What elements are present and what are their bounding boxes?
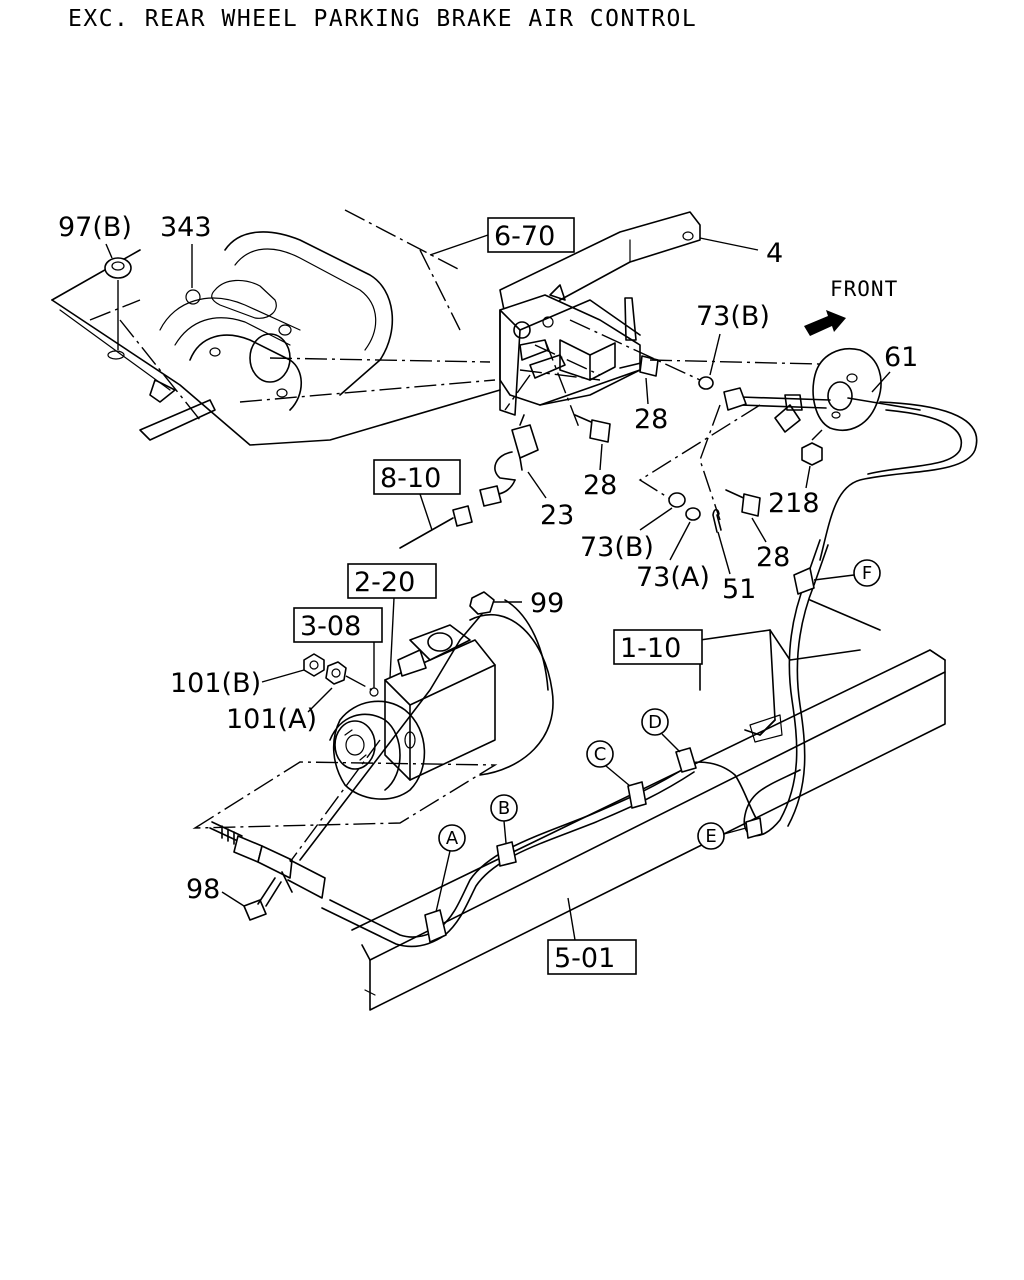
cable-end-fitting [209, 821, 326, 899]
clip-c-letter: C [594, 744, 607, 765]
washer-73b-lower [668, 492, 686, 508]
clip-d-letter: D [648, 712, 662, 733]
ref-box-6-70 [487, 217, 575, 253]
washer-73a [685, 507, 701, 521]
label-73b-lower: 73(B) [580, 532, 654, 563]
bolt-28-middle [574, 414, 611, 443]
ref-box-2-20 [347, 563, 437, 599]
label-23: 23 [540, 500, 574, 531]
frame-rails [351, 599, 946, 1011]
bolt-28-upper [619, 355, 659, 377]
clip-b-letter: B [498, 798, 510, 819]
clip-f-letter: F [862, 563, 872, 584]
clip-callout-a: A [435, 824, 466, 913]
label-28-a: 28 [634, 404, 668, 435]
nut-218 [801, 442, 823, 466]
clip-callout-f: F [813, 559, 881, 587]
cable-bracket-61 [723, 348, 978, 561]
ref-box-8-10 [373, 459, 461, 495]
diagram-title: EXC. REAR WHEEL PARKING BRAKE AIR CONTRO… [68, 6, 697, 32]
bolt-28-lower [725, 489, 761, 517]
brake-cable [321, 539, 829, 948]
label-28-c: 28 [756, 542, 790, 573]
label-343: 343 [160, 212, 212, 243]
clip-a-letter: A [446, 828, 459, 849]
plug-343 [185, 289, 201, 305]
bolt-98 [243, 877, 282, 921]
ref-8-10: 8-10 [380, 463, 441, 494]
cotter-pin-51 [712, 508, 722, 533]
label-73b-upper: 73(B) [696, 301, 770, 332]
label-101a: 101(A) [226, 704, 317, 735]
ref-3-08: 3-08 [300, 611, 361, 642]
clip-callout-b: B [490, 794, 518, 844]
label-73a: 73(A) [636, 562, 710, 593]
switch-23 [399, 414, 539, 549]
parking-brake-lever [499, 211, 701, 431]
label-101b: 101(B) [170, 668, 261, 699]
ref-6-70: 6-70 [494, 221, 555, 252]
nut-101a [325, 661, 347, 685]
label-51: 51 [722, 574, 756, 605]
ref-1-10: 1-10 [620, 633, 681, 664]
clip-callout-d: D [641, 708, 681, 753]
clip-callout-e: E [697, 822, 747, 850]
nut-101b [303, 653, 325, 677]
clip-e-letter: E [705, 826, 716, 847]
transmission [192, 599, 554, 829]
grommet-97b [104, 257, 132, 360]
cab-floor-panel [51, 209, 501, 446]
nut-99 [469, 591, 495, 615]
ref-box-1-10 [613, 629, 703, 665]
label-61: 61 [884, 342, 918, 373]
front-label: FRONT [830, 277, 898, 301]
clip-callout-c: C [586, 740, 631, 787]
label-218: 218 [768, 488, 820, 519]
front-arrow-icon [804, 310, 846, 336]
ref-5-01: 5-01 [554, 943, 615, 974]
ref-box-3-08 [293, 607, 383, 643]
ref-2-20: 2-20 [354, 567, 415, 598]
label-4: 4 [766, 238, 783, 269]
ref-box-5-01 [547, 939, 637, 975]
label-28-b: 28 [583, 470, 617, 501]
washer-73b-upper [698, 376, 714, 390]
label-97b: 97(B) [58, 212, 132, 243]
label-99: 99 [530, 588, 564, 619]
label-98: 98 [186, 874, 220, 905]
